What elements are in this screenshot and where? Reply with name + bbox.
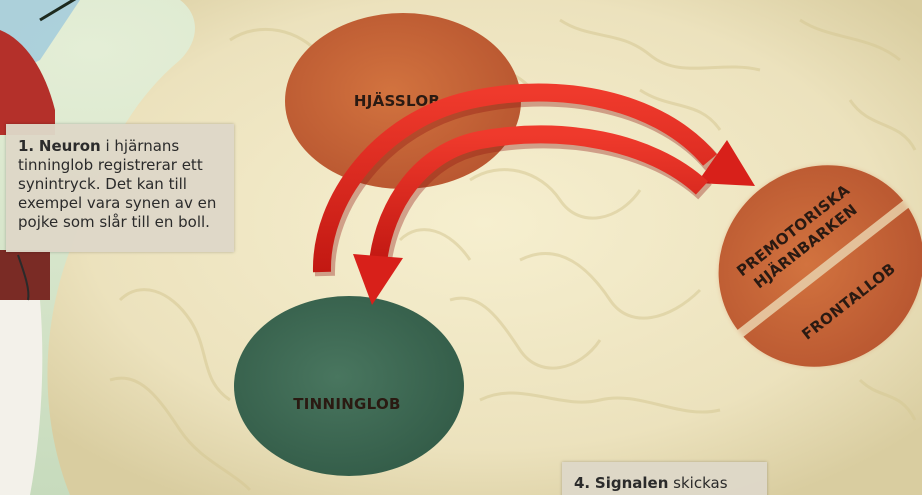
caption-step-4: 4. Signalen skickas retur [562, 462, 767, 495]
caption-step-1: 1. Neuron i hjärnans tinninglob registre… [6, 124, 234, 252]
temporal-lobe: TINNINGLOB [234, 296, 464, 476]
caption-step-1-number: 1. [18, 137, 34, 155]
caption-step-1-bold: Neuron [39, 137, 101, 155]
temporal-lobe-label: TINNINGLOB [293, 395, 401, 413]
caption-step-4-number: 4. [574, 474, 590, 492]
caption-step-4-bold: Signalen [595, 474, 668, 492]
